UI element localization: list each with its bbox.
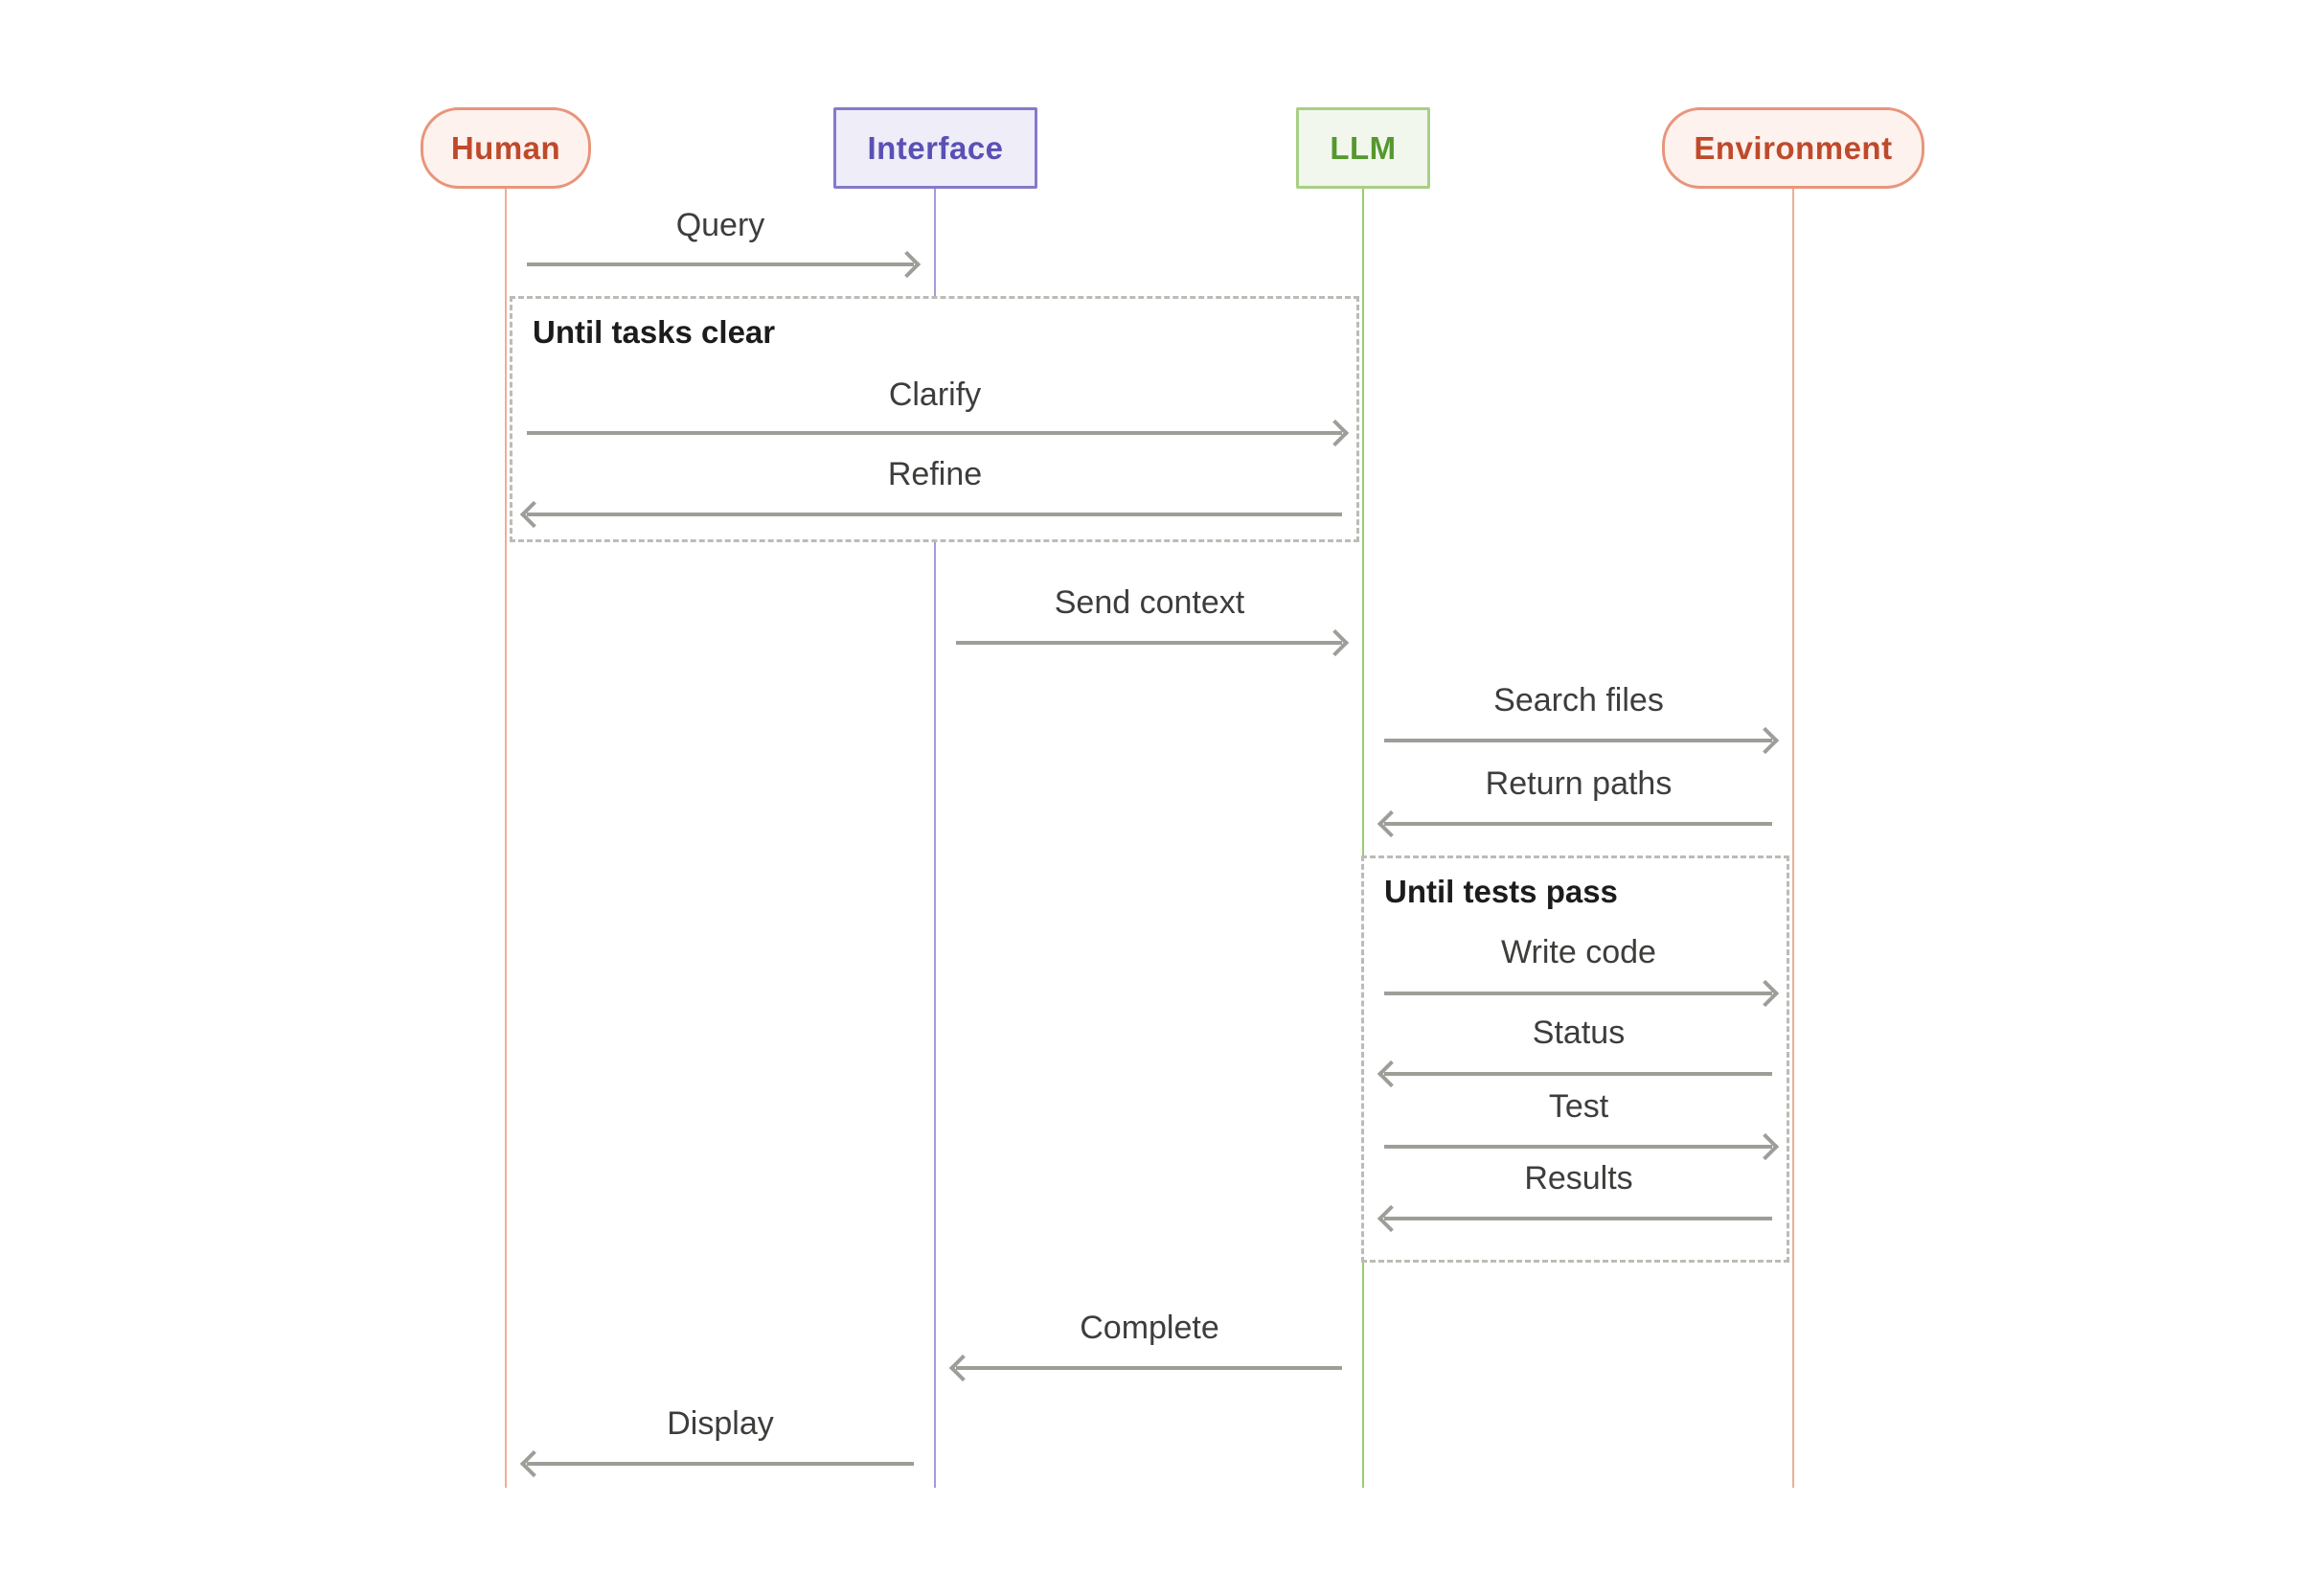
message-arrow-return-paths: [1377, 809, 1772, 838]
lifeline-llm: [1362, 1263, 1364, 1488]
message-arrow-refine: [519, 500, 1342, 529]
message-label-test: Test: [1548, 1088, 1609, 1125]
loop-label: Until tasks clear: [533, 314, 776, 350]
arrow-left-icon: [948, 1354, 977, 1382]
message-arrow-send-context: [956, 628, 1350, 657]
message-label-search-files: Search files: [1493, 682, 1664, 718]
message-label-refine: Refine: [887, 456, 983, 492]
actor-human: Human: [421, 107, 591, 189]
message-arrow-write-code: [1384, 979, 1780, 1008]
message-label-query: Query: [675, 207, 765, 243]
lifeline-environment: [1792, 189, 1794, 1488]
lifeline-human: [505, 189, 507, 1488]
actor-interface: Interface: [833, 107, 1037, 189]
message-label-clarify: Clarify: [888, 376, 982, 413]
message-arrow-display: [519, 1449, 914, 1478]
arrow-right-icon: [1321, 628, 1350, 657]
actor-environment: Environment: [1662, 107, 1924, 189]
loop-until-tasks-clear: Until tasks clear: [510, 296, 1359, 542]
arrow-right-icon: [1751, 726, 1780, 755]
message-label-complete: Complete: [1080, 1310, 1219, 1346]
actor-llm: LLM: [1296, 107, 1430, 189]
arrow-left-icon: [519, 1449, 548, 1478]
lifeline-interface: [934, 542, 936, 1488]
loop-until-tests-pass: Until tests pass: [1361, 855, 1789, 1263]
lifeline-interface: [934, 189, 936, 296]
message-label-display: Display: [667, 1405, 774, 1442]
arrow-right-icon: [893, 250, 922, 279]
message-arrow-clarify: [527, 419, 1350, 447]
message-arrow-search-files: [1384, 726, 1780, 755]
message-label-write-code: Write code: [1501, 934, 1656, 970]
message-arrow-results: [1377, 1204, 1772, 1233]
lifeline-llm: [1362, 189, 1364, 855]
message-label-return-paths: Return paths: [1485, 765, 1673, 802]
message-label-send-context: Send context: [1054, 584, 1245, 621]
loop-label: Until tests pass: [1384, 874, 1618, 909]
arrow-left-icon: [1377, 809, 1405, 838]
message-label-results: Results: [1524, 1160, 1633, 1197]
message-arrow-test: [1384, 1132, 1780, 1161]
message-label-status: Status: [1532, 1015, 1626, 1051]
message-arrow-complete: [948, 1354, 1342, 1382]
message-arrow-status: [1377, 1060, 1772, 1088]
message-arrow-query: [527, 250, 922, 279]
